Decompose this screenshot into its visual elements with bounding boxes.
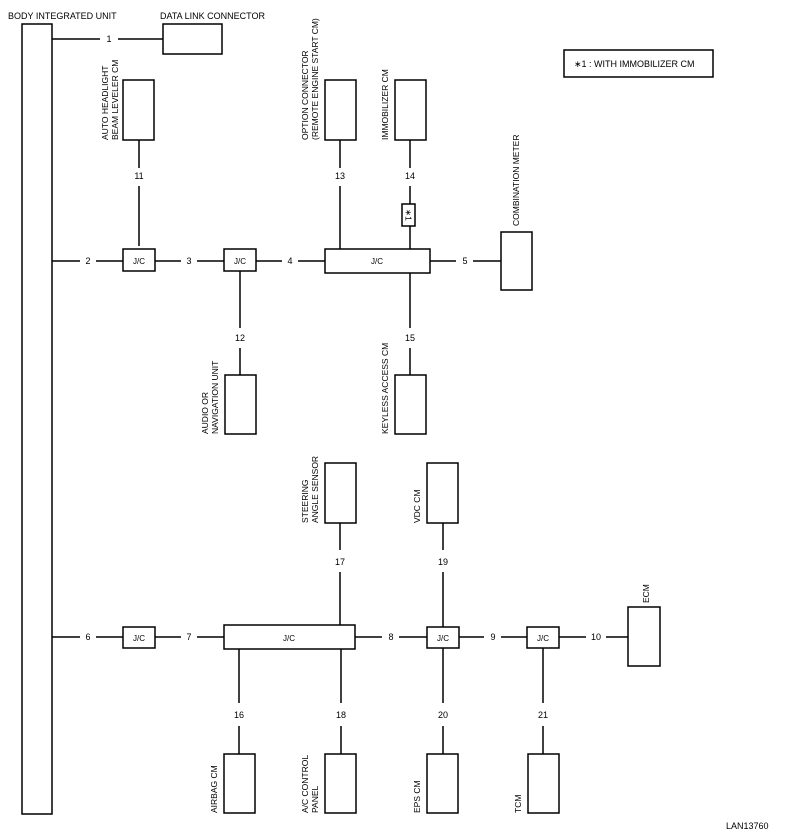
vdc-cm-box xyxy=(426,462,459,524)
steering-angle-label-1: STEERING xyxy=(300,480,310,523)
combination-meter-label: COMBINATION METER xyxy=(511,135,521,226)
ecm-box xyxy=(627,606,661,667)
combination-meter-box xyxy=(500,231,533,291)
line-number-8: 8 xyxy=(388,632,393,642)
body-integrated-unit-label: BODY INTEGRATED UNIT xyxy=(8,11,117,21)
keyless-access-cm-label: KEYLESS ACCESS CM xyxy=(380,343,390,434)
line-number-15: 15 xyxy=(405,333,415,343)
line-number-12: 12 xyxy=(235,333,245,343)
data-link-connector-box xyxy=(162,23,223,55)
steering-angle-label-2: ANGLE SENSOR xyxy=(310,456,320,523)
airbag-cm-label: AIRBAG CM xyxy=(209,765,219,813)
line-number-17: 17 xyxy=(335,557,345,567)
junction-connector-3 xyxy=(324,248,431,274)
auto-headlight-cm-box xyxy=(122,79,155,141)
figure-id: LAN13760 xyxy=(726,821,769,831)
eps-cm-box xyxy=(426,753,459,814)
option-connector-box xyxy=(324,79,357,141)
star1-marker-label: ∗1 xyxy=(404,209,414,221)
junction-connector-5-label: J/C xyxy=(283,634,295,643)
legend-box xyxy=(563,49,714,78)
line-number-21: 21 xyxy=(538,710,548,720)
junction-connector-5 xyxy=(223,624,356,650)
line-number-18: 18 xyxy=(336,710,346,720)
line-number-19: 19 xyxy=(438,557,448,567)
audio-navigation-unit-box xyxy=(224,374,257,435)
junction-connector-7-label: J/C xyxy=(537,634,549,643)
line-number-9: 9 xyxy=(490,632,495,642)
line-number-10: 10 xyxy=(591,632,601,642)
line-number-3: 3 xyxy=(186,256,191,266)
line-number-13: 13 xyxy=(335,171,345,181)
auto-headlight-label-1: AUTO HEADLIGHT xyxy=(100,66,110,140)
junction-connector-1 xyxy=(122,248,156,272)
line-number-16: 16 xyxy=(234,710,244,720)
line-number-7: 7 xyxy=(186,632,191,642)
immobilizer-cm-label: IMMOBILIZER CM xyxy=(380,69,390,140)
line-number-11: 11 xyxy=(134,171,143,181)
ac-control-panel-label-2: PANEL xyxy=(310,785,320,813)
eps-cm-label: EPS CM xyxy=(412,780,422,813)
ac-control-panel-box xyxy=(324,753,357,814)
line-number-2: 2 xyxy=(85,256,90,266)
junction-connector-2-label: J/C xyxy=(234,257,246,266)
line-number-20: 20 xyxy=(438,710,448,720)
option-connector-label-2: (REMOTE ENGINE START CM) xyxy=(310,18,320,140)
keyless-access-cm-box xyxy=(394,374,427,435)
junction-connector-6-label: J/C xyxy=(437,634,449,643)
immobilizer-cm-box xyxy=(394,79,427,141)
line-number-1: 1 xyxy=(106,34,111,44)
line-number-5: 5 xyxy=(462,256,467,266)
body-integrated-unit-box xyxy=(21,23,53,815)
junction-connector-4-label: J/C xyxy=(133,634,145,643)
ac-control-panel-label-1: A/C CONTROL xyxy=(300,755,310,813)
option-connector-label-1: OPTION CONNECTOR xyxy=(300,50,310,140)
ecm-label: ECM xyxy=(641,584,651,603)
junction-connector-3-label: J/C xyxy=(371,257,383,266)
line-number-14: 14 xyxy=(405,171,415,181)
tcm-box xyxy=(527,753,560,814)
audio-navigation-label-1: AUDIO OR xyxy=(200,392,210,434)
junction-connector-1-label: J/C xyxy=(133,257,145,266)
audio-navigation-label-2: NAVIGATION UNIT xyxy=(210,361,220,434)
data-link-connector-label: DATA LINK CONNECTOR xyxy=(160,11,266,21)
line-number-4: 4 xyxy=(287,256,292,266)
legend-text: ∗1 : WITH IMMOBILIZER CM xyxy=(574,59,695,69)
steering-angle-sensor-box xyxy=(324,462,357,524)
star1-marker-box xyxy=(401,203,416,227)
line-number-6: 6 xyxy=(85,632,90,642)
auto-headlight-label-2: BEAM LEVELER CM xyxy=(110,60,120,140)
airbag-cm-box xyxy=(223,753,256,814)
vdc-cm-label: VDC CM xyxy=(412,489,422,523)
tcm-label: TCM xyxy=(513,795,523,813)
